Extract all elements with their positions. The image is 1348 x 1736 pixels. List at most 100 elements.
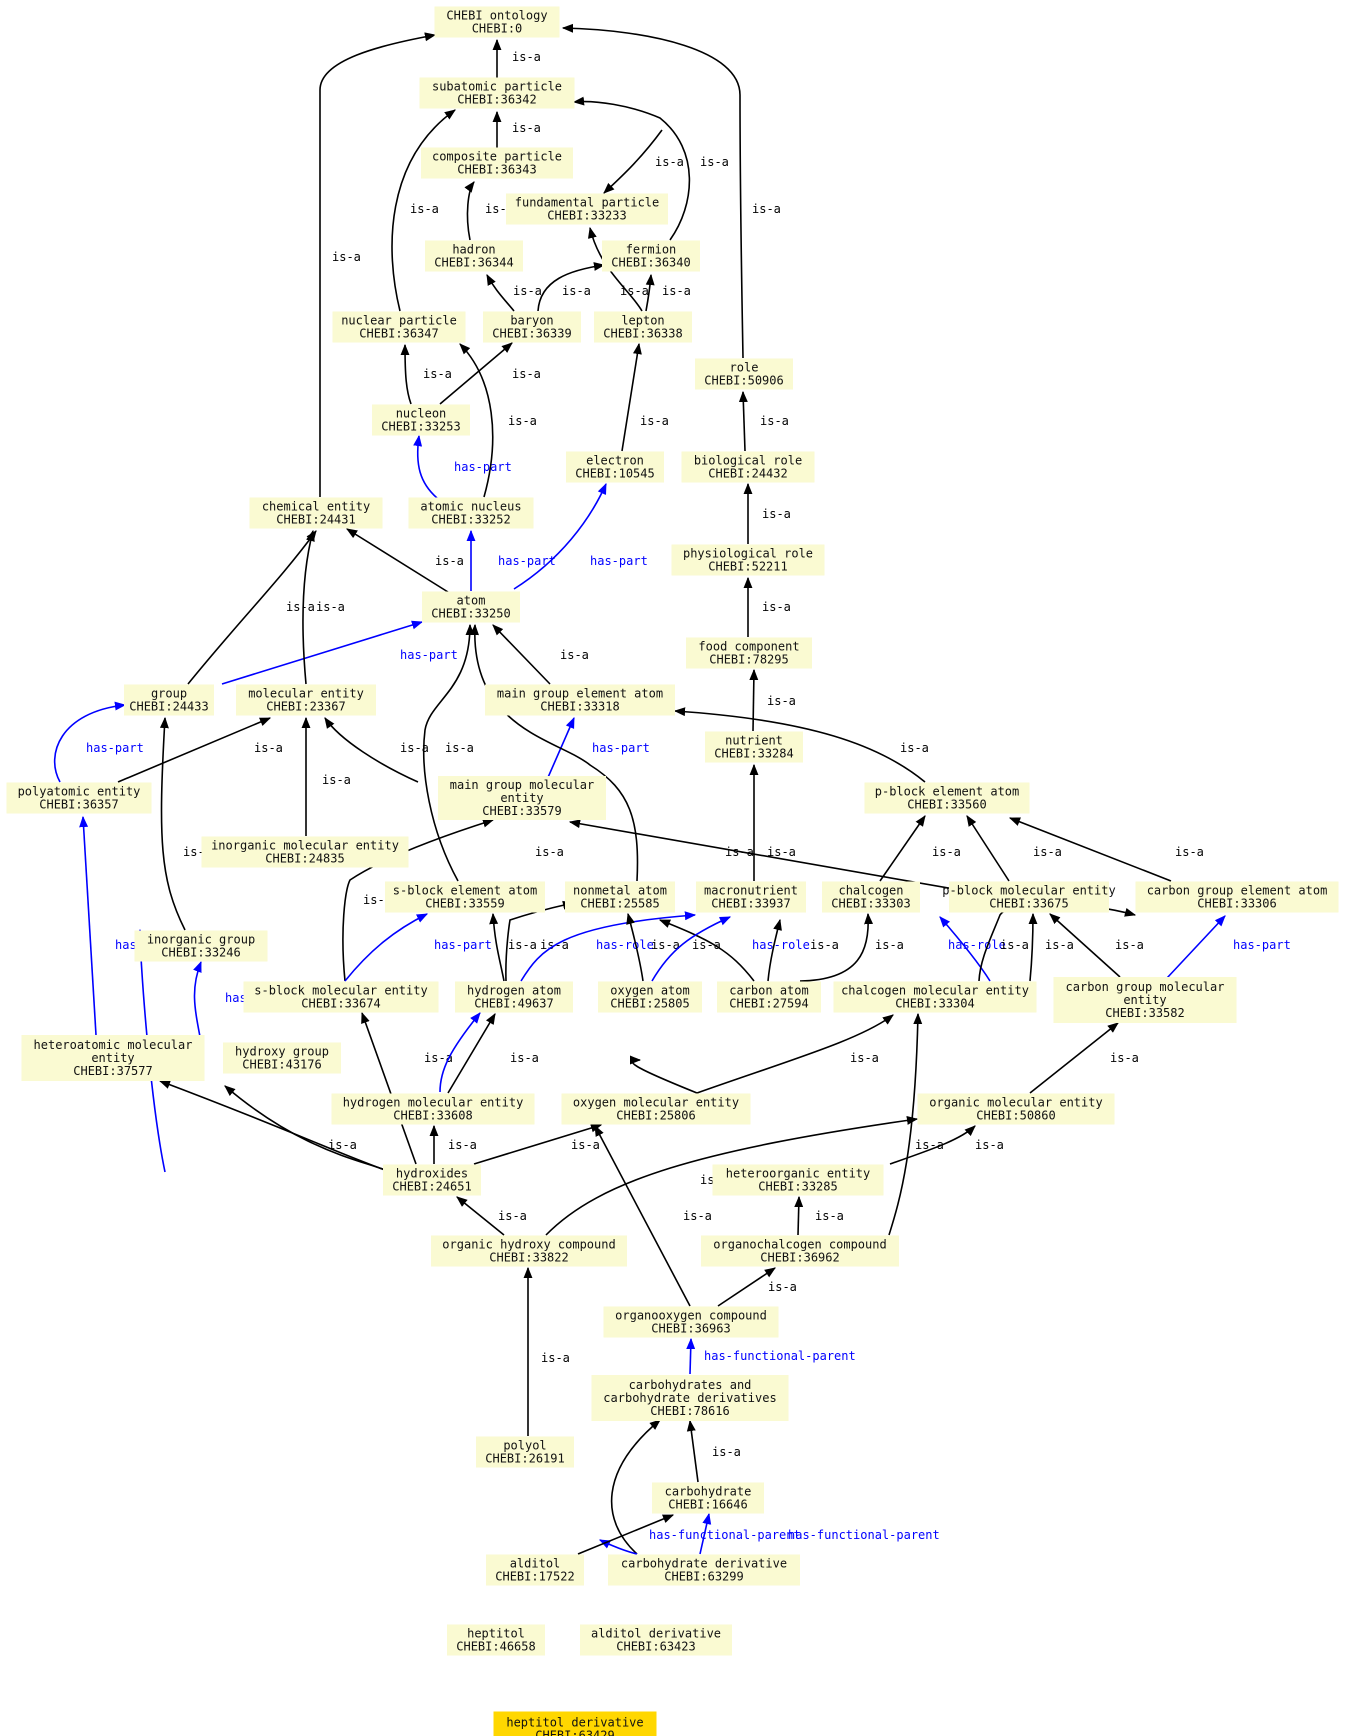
edge-isa-35: is-a xyxy=(673,707,929,783)
edge-label: has-role xyxy=(752,938,810,952)
node-box xyxy=(486,1554,584,1586)
edge-label: is-a xyxy=(767,694,796,708)
node-box xyxy=(561,1093,751,1125)
edge-line xyxy=(545,1115,919,1236)
edge-line xyxy=(221,620,424,685)
node-name: fermion xyxy=(626,243,677,257)
node-name: inorganic molecular entity xyxy=(211,839,399,853)
node-name: carbohydrate derivative xyxy=(621,1557,787,1571)
edge-line xyxy=(686,1337,696,1375)
edge-label: is-a xyxy=(541,1351,570,1365)
node-chebi-id: CHEBI:63299 xyxy=(664,1570,743,1584)
edge-line xyxy=(400,343,412,405)
node-name: entity xyxy=(500,791,543,805)
edge-line xyxy=(594,1125,691,1307)
edge-label: is-a xyxy=(655,155,684,169)
edge-label: is-a xyxy=(640,414,669,428)
edge-line xyxy=(572,96,691,241)
node-chebi-id: CHEBI:25805 xyxy=(610,997,689,1011)
node-box xyxy=(447,1624,545,1656)
edge-isa-43: is-a xyxy=(342,818,495,982)
edge-isa-12: is-a xyxy=(738,390,789,452)
node-box xyxy=(949,881,1109,913)
node-box xyxy=(438,776,606,820)
edge-rel-83: has-functional-parent xyxy=(598,1528,801,1555)
node-name: p-block molecular entity xyxy=(942,884,1115,898)
node-name: carbon group element atom xyxy=(1147,884,1328,898)
edge-line xyxy=(193,960,202,1043)
edge-label: is-a xyxy=(1115,938,1144,952)
node-box xyxy=(421,147,573,179)
node-chebi-id: CHEBI:33608 xyxy=(393,1109,472,1123)
edge-line xyxy=(577,1514,675,1555)
edge-rel-50: has-role xyxy=(651,916,810,982)
node-chebi-id: CHEBI:17522 xyxy=(495,1570,574,1584)
node-name: carbohydrates and xyxy=(629,1378,752,1392)
node-name: entity xyxy=(1123,993,1166,1007)
edge-line xyxy=(159,716,186,931)
edge-label: has-part xyxy=(592,741,650,755)
node-box xyxy=(602,240,700,272)
edge-isa-38: is-a xyxy=(1008,817,1204,882)
edge-line xyxy=(598,1539,638,1555)
node-box xyxy=(124,684,214,716)
